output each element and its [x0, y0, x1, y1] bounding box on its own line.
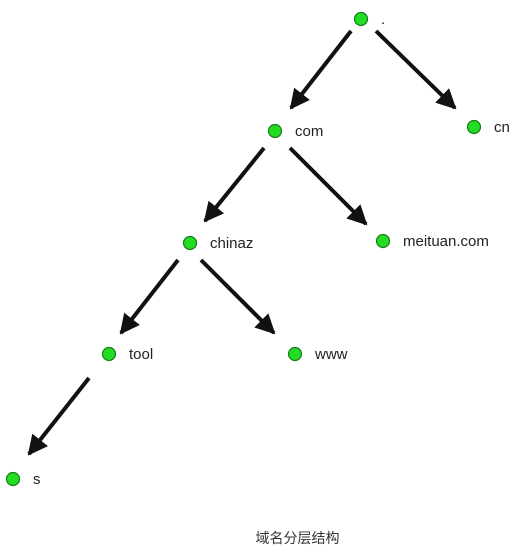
node-meituan: meituan.com: [375, 233, 489, 250]
node-label-tool: tool: [129, 346, 153, 363]
node-dot-s: [5, 471, 21, 487]
node-dot-chinaz: [182, 235, 198, 251]
edge-arrow-com-meituan: [288, 146, 368, 226]
edge-arrow-root-cn: [374, 29, 457, 110]
node-www: www: [287, 346, 348, 363]
node-com: com: [267, 123, 323, 140]
node-tool: tool: [101, 346, 153, 363]
node-chinaz: chinaz: [182, 235, 253, 252]
edge-arrow-root-com: [289, 29, 353, 110]
edge-arrow-com-chinaz: [203, 146, 266, 223]
edges-layer: [27, 29, 457, 456]
node-dot-meituan: [375, 233, 391, 249]
node-dot-www: [287, 346, 303, 362]
edge-arrow-tool-s: [27, 376, 91, 456]
node-cn: cn: [466, 119, 510, 136]
node-dot-com: [267, 123, 283, 139]
nodes-layer: . com cn chinaz meituan.com tool www s: [5, 11, 510, 488]
edge-arrow-chinaz-www: [199, 258, 276, 335]
node-label-meituan: meituan.com: [403, 233, 489, 250]
node-root: .: [353, 11, 385, 28]
node-label-cn: cn: [494, 119, 510, 136]
node-dot-tool: [101, 346, 117, 362]
node-dot-root: [353, 11, 369, 27]
node-label-chinaz: chinaz: [210, 235, 253, 252]
node-label-root: .: [381, 11, 385, 28]
node-label-s: s: [33, 471, 41, 488]
node-label-www: www: [314, 346, 348, 363]
node-s: s: [5, 471, 41, 488]
diagram-caption: 域名分层结构: [255, 531, 340, 547]
node-dot-cn: [466, 119, 482, 135]
edge-arrow-chinaz-tool: [119, 258, 180, 335]
node-label-com: com: [295, 123, 323, 140]
